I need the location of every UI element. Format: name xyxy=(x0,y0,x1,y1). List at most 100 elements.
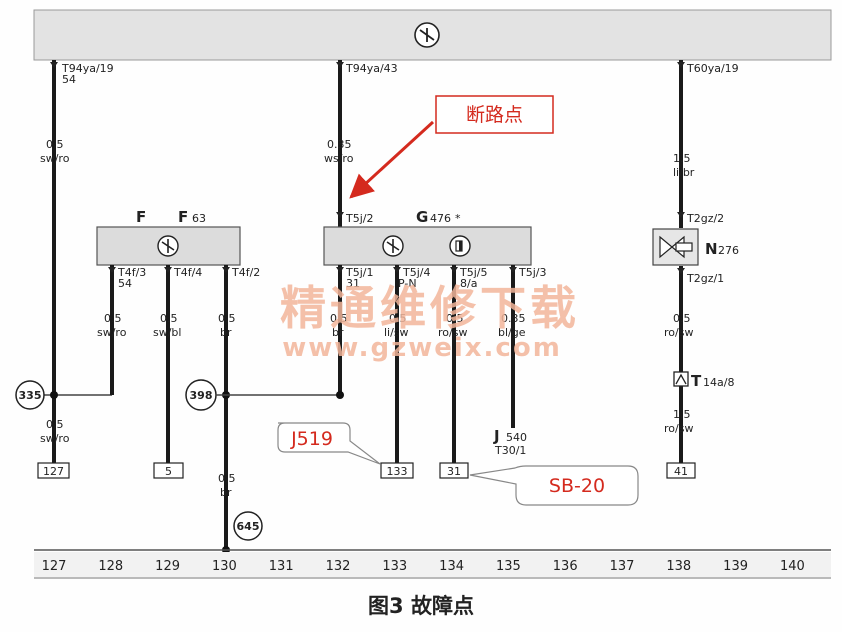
component-g-sub: 476 xyxy=(430,212,451,225)
arrow-icon xyxy=(393,267,401,273)
f-pin3-color: br xyxy=(220,326,232,339)
solenoid-valve-icon xyxy=(652,228,699,266)
box-127-label: 127 xyxy=(43,465,64,478)
component-n-sub: 276 xyxy=(718,244,739,257)
f-pin1-size: 0.5 xyxy=(104,312,122,325)
j540-label: J xyxy=(493,427,500,445)
component-t-sub: 14a/8 xyxy=(703,376,734,389)
component-f-label: F xyxy=(136,208,146,226)
callout-sb20-text: SB-20 xyxy=(549,475,605,497)
right-bot-color: ro/sw xyxy=(664,422,693,435)
box-5 xyxy=(153,462,184,479)
arrow-icon xyxy=(677,268,685,274)
column-number: 133 xyxy=(382,559,407,574)
right-top-conn: T60ya/19 xyxy=(686,62,739,75)
g-pin3-extra: 8/a xyxy=(460,277,477,290)
right-top-size: 1.5 xyxy=(673,152,691,165)
arrow-icon xyxy=(677,62,685,68)
figure-caption: 图3 故障点 xyxy=(368,594,474,618)
callout-j519-text: J519 xyxy=(290,428,333,450)
callout-break-box xyxy=(435,95,554,134)
g-pin1-conn: T5j/1 xyxy=(345,266,373,279)
g-pin2-color: li/sw xyxy=(384,326,409,339)
box-5-label: 5 xyxy=(165,465,172,478)
g-pin2-conn: T5j/4 xyxy=(402,266,430,279)
n-top-conn: T2gz/2 xyxy=(686,212,724,225)
j540-sub: 540 xyxy=(506,431,527,444)
arrow-icon xyxy=(108,267,116,273)
callout-break-arrow xyxy=(349,120,435,199)
g-pin3-size: 0.5 xyxy=(446,312,464,325)
box-41 xyxy=(666,462,696,479)
arrow-icon xyxy=(164,267,172,273)
column-number: 130 xyxy=(212,559,237,574)
component-f63-sub: 63 xyxy=(192,212,206,225)
j540-pin: T30/1 xyxy=(494,444,526,457)
watermark-line1: 精通维修下载 xyxy=(280,281,580,335)
column-number: 138 xyxy=(666,559,691,574)
column-number: 140 xyxy=(780,559,805,574)
left-top-conn: T94ya/19 xyxy=(61,62,114,75)
ground-symbol-icon xyxy=(414,22,440,48)
component-t-label: T xyxy=(691,372,702,390)
f-pin1-extra: 54 xyxy=(118,277,132,290)
arrow-icon xyxy=(509,267,517,273)
g-pin2-size: 0.5 xyxy=(389,312,407,325)
arrow-icon xyxy=(336,212,344,218)
column-number: 131 xyxy=(269,559,294,574)
circle-335 xyxy=(15,380,45,410)
wire-g-pin1 xyxy=(336,265,344,399)
f-pin1-conn: T4f/3 xyxy=(117,266,146,279)
f-pin2-conn: T4f/4 xyxy=(173,266,202,279)
watermark-line2: www.gzweix.com xyxy=(282,333,562,363)
circle-645-label: 645 xyxy=(237,520,260,533)
circle-398-label: 398 xyxy=(190,389,213,402)
g-pin4-size: 0.35 xyxy=(501,312,526,325)
left-top-color: sw/ro xyxy=(40,152,70,165)
component-g-label: G xyxy=(416,208,428,226)
mid-top-conn: T94ya/43 xyxy=(345,62,398,75)
arrow-icon xyxy=(50,62,58,68)
ruler-band xyxy=(34,552,831,577)
g-pin3-color: ro/sw xyxy=(438,326,467,339)
column-number: 134 xyxy=(439,559,464,574)
component-g-mark: * xyxy=(455,212,461,225)
callout-break-text: 断路点 xyxy=(466,104,523,126)
column-number: 137 xyxy=(610,559,635,574)
mid-top-size: 0.35 xyxy=(327,138,352,151)
left-bottom-size: 0.5 xyxy=(46,418,64,431)
arrow-icon xyxy=(336,267,344,273)
f-pin2-color: sw/bl xyxy=(153,326,181,339)
circle-645 xyxy=(233,511,263,541)
connector-t-icon xyxy=(673,371,689,387)
component-n-label: N xyxy=(705,240,718,258)
wire-left xyxy=(40,60,112,463)
wire-f-pin3 xyxy=(222,265,230,554)
arrow-icon xyxy=(677,212,685,218)
arrow-icon xyxy=(336,62,344,68)
ground-symbol-icon xyxy=(157,235,179,257)
br2-color: br xyxy=(220,486,232,499)
f-pin1-color: sw/ro xyxy=(97,326,127,339)
br2-size: 0.5 xyxy=(218,472,236,485)
right-top-color: li/br xyxy=(673,166,695,179)
mid-top-color: ws/ro xyxy=(324,152,354,165)
column-number: 128 xyxy=(98,559,123,574)
g-pin4-conn: T5j/3 xyxy=(518,266,546,279)
column-number: 139 xyxy=(723,559,748,574)
g-pin1-color: br xyxy=(332,326,344,339)
f-pin2-size: 0.5 xyxy=(160,312,178,325)
left-top-size: 0.5 xyxy=(46,138,64,151)
box-133 xyxy=(380,462,414,479)
column-number: 132 xyxy=(326,559,351,574)
right-bot-size: 1.5 xyxy=(673,408,691,421)
column-number: 129 xyxy=(155,559,180,574)
right-mid-size: 0.5 xyxy=(673,312,691,325)
box-31-label: 31 xyxy=(447,465,461,478)
ground-symbol-icon xyxy=(382,235,404,257)
box-31 xyxy=(439,462,469,479)
box-127 xyxy=(37,462,70,479)
